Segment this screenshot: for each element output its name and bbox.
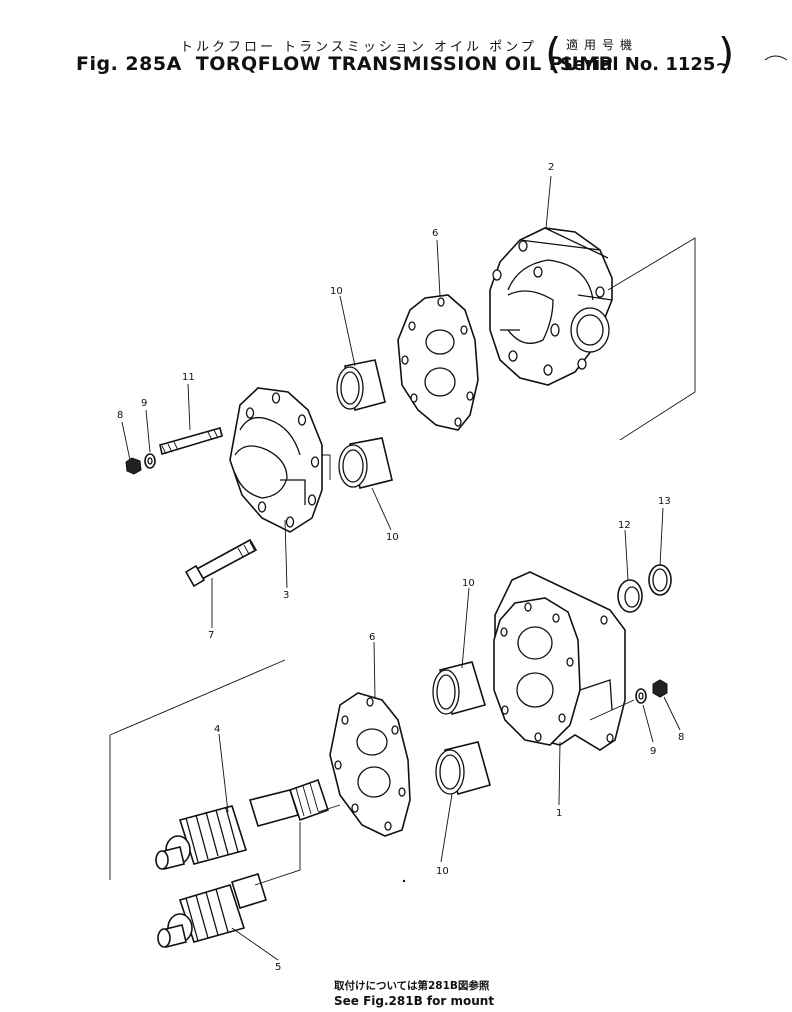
part-9-washer-lower	[635, 688, 647, 704]
corner-mark	[764, 55, 788, 61]
part-9-washer-upper	[144, 453, 156, 469]
applicability-japanese: 適用号機	[566, 38, 639, 52]
mount-note-english: See Fig.281B for mount	[334, 994, 495, 1008]
part-6-gasket-upper	[397, 294, 479, 431]
callout-8-lower: 8	[678, 732, 684, 743]
callout-1: 1	[556, 808, 562, 819]
stray-dot	[402, 879, 406, 883]
part-7-bolt	[184, 538, 258, 588]
callout-10-lower-b: 10	[436, 866, 449, 877]
assembly-leader-upper	[607, 237, 696, 441]
callout-6-upper: 6	[432, 228, 438, 239]
part-2-pump-body	[489, 227, 613, 386]
callout-labels: 2 6 10 11 9 8 10 3 7 13 12 10 6 4 9 8 1 …	[117, 162, 684, 973]
callout-9-upper: 9	[141, 398, 147, 409]
callout-12: 12	[618, 520, 631, 531]
right-bracket: )	[718, 29, 735, 78]
callout-9-lower: 9	[650, 746, 656, 757]
assembly-leader-lower	[109, 659, 286, 880]
callout-10-upper-a: 10	[330, 286, 343, 297]
mount-note-japanese: 取付けについては第281B図参照	[334, 980, 490, 992]
part-1-pump-housing	[493, 571, 626, 751]
callout-5: 5	[275, 962, 281, 973]
part-4-drive-gear	[155, 778, 330, 870]
part-10-bearing-upper-a	[336, 359, 386, 411]
callout-6-lower: 6	[369, 632, 375, 643]
part-6-gasket-lower	[329, 692, 411, 837]
callout-11: 11	[182, 372, 195, 383]
washer-leader	[589, 699, 635, 721]
callout-2: 2	[548, 162, 554, 173]
shaft-leader	[254, 804, 341, 886]
callout-10-upper-b: 10	[386, 532, 399, 543]
callout-3: 3	[283, 590, 289, 601]
callout-8-upper: 8	[117, 410, 123, 421]
part-12-collar	[617, 579, 643, 613]
part-10-bearing-upper-b	[338, 437, 393, 489]
part-8-nut-lower	[652, 679, 668, 698]
part-5-driven-gear	[157, 873, 267, 948]
title-english: Fig. 285A TORQFLOW TRANSMISSION OIL PUMP	[76, 53, 627, 75]
figure-number: Fig. 285A	[76, 53, 182, 75]
part-13-snap-ring	[648, 564, 672, 596]
part-10-bearing-lower-a	[432, 661, 487, 715]
part-8-nut-upper	[125, 457, 142, 475]
left-bracket: (	[545, 29, 562, 78]
callout-13: 13	[658, 496, 671, 507]
part-3-front-cover	[229, 387, 331, 533]
part-10-bearing-lower-b	[435, 741, 491, 795]
part-11-stud	[159, 427, 223, 456]
title-japanese: トルクフロー トランスミッション オイル ポンプ	[180, 40, 537, 55]
callout-4: 4	[214, 724, 220, 735]
figure-title: TORQFLOW TRANSMISSION OIL PUMP	[195, 53, 614, 75]
leader-lines	[121, 175, 681, 961]
callout-10-lower-a: 10	[462, 578, 475, 589]
serial-number: Serial No. 1125~	[560, 54, 731, 75]
callout-7: 7	[208, 630, 214, 641]
